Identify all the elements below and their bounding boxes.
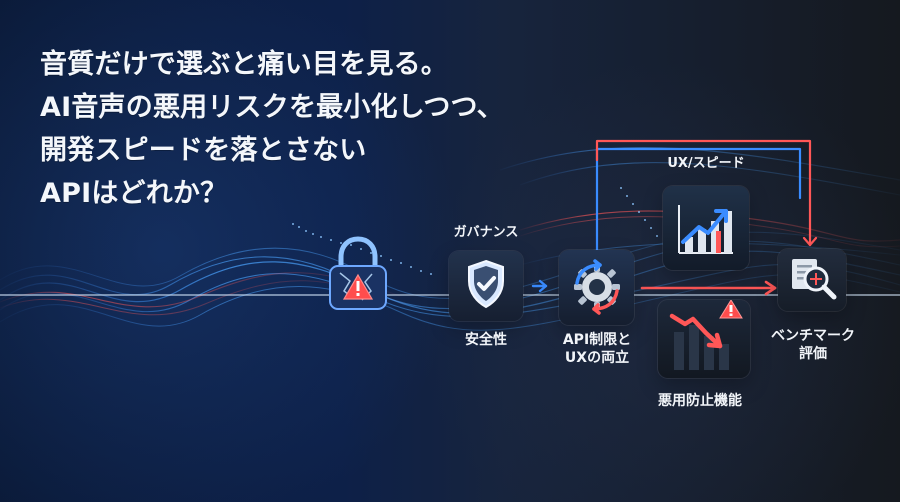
headline-line-3: 開発スピードを落とさない <box>40 135 367 166</box>
api-ux-node <box>559 250 634 325</box>
safety-label: 安全性 <box>465 332 507 348</box>
headline-line-4: APIはどれか？ <box>40 178 228 209</box>
misuse-prevention-label: 悪用防止機能 <box>658 393 742 409</box>
headline-line-2: AI音声の悪用リスクを最小化しつつ、 <box>40 92 504 123</box>
benchmark-label: ベンチマーク 評価 <box>761 327 865 363</box>
benchmark-node <box>778 249 846 311</box>
headline-line-1: 音質だけで選ぶと痛い目を見る。 <box>40 49 448 80</box>
api-ux-label-line-1: API制限と <box>562 332 632 348</box>
ux-speed-panel <box>663 186 749 270</box>
ux-speed-label: UX/スピード <box>667 156 745 171</box>
governance-label: ガバナンス <box>453 225 519 240</box>
benchmark-label-line-2: 評価 <box>799 346 827 362</box>
api-ux-label-line-2: UXの両立 <box>564 350 630 366</box>
top-blue-flow-arrow <box>595 147 802 260</box>
misuse-prevention-panel <box>658 300 750 378</box>
top-red-flow-arrow <box>595 139 812 247</box>
safety-node <box>449 251 523 321</box>
page-title: 音質だけで選ぶと痛い目を見る。 AI音声の悪用リスクを最小化しつつ、 開発スピー… <box>40 43 504 215</box>
benchmark-label-line-1: ベンチマーク <box>771 328 855 344</box>
api-ux-label: API制限と UXの両立 <box>555 331 639 367</box>
